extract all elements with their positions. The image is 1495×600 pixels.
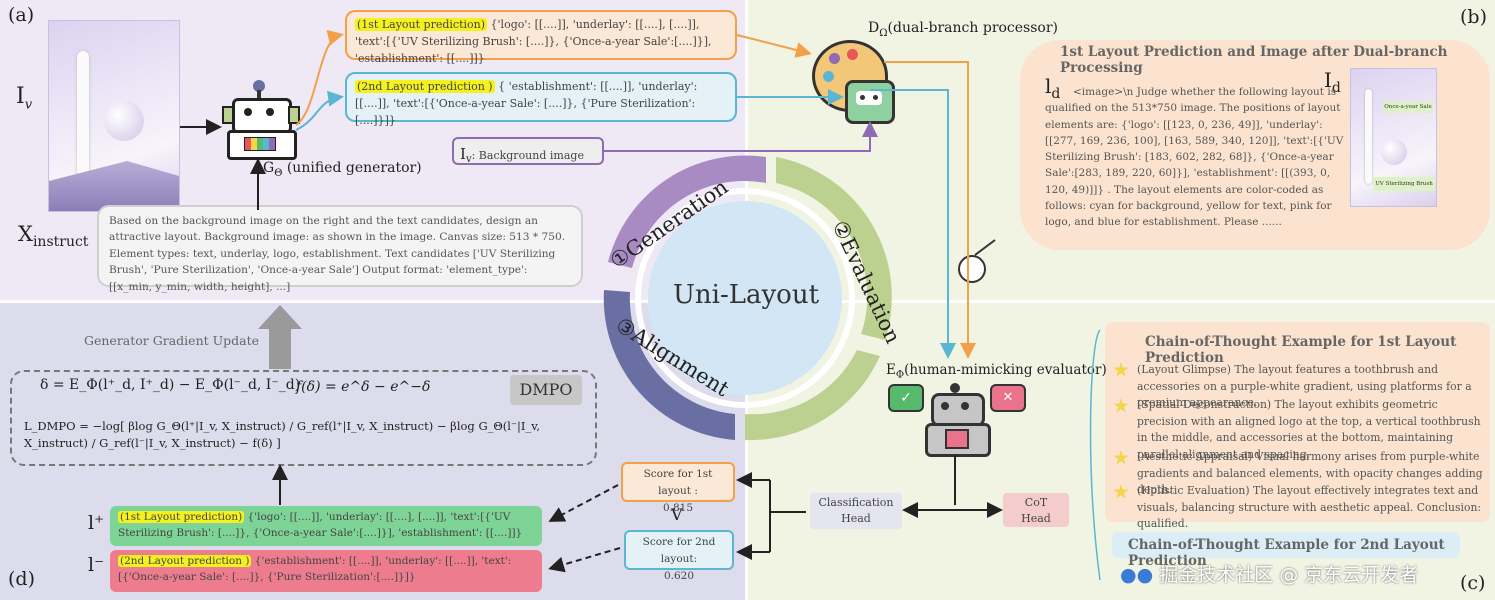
panel-a-label: (a) <box>8 4 35 26</box>
background-image-thumbnail <box>48 20 180 212</box>
positive-layout-box: (1st Layout prediction) {'logo': [[....]… <box>110 506 542 546</box>
panel-d-label: (d) <box>8 568 35 590</box>
instruction-box: Based on the background image on the rig… <box>97 205 583 293</box>
f-equation: f(δ) = e^δ − e^−δ <box>296 379 431 395</box>
panel-b-title: 1st Layout Prediction and Image after Du… <box>1060 44 1448 76</box>
cot-area <box>1105 322 1490 522</box>
loss-equation: L_DMPO = −log[ βlog G_Θ(l⁺|I_v, X_instru… <box>24 419 541 451</box>
cot-title-2-box <box>1112 532 1460 558</box>
panel-b-label: (b) <box>1460 6 1487 28</box>
cycle-center-label: Uni-Layout <box>672 280 820 310</box>
evaluator-robot-icon <box>923 383 991 457</box>
layout-prediction-2-box: (2nd Layout prediction ) { 'establishmen… <box>345 72 737 127</box>
score-1st-box: Score for 1st layout :0.815 <box>621 462 735 514</box>
classification-head: Classification Head <box>810 493 902 529</box>
gradient-update-label: Generator Gradient Update <box>84 333 260 348</box>
reject-bubble-icon: ✕ <box>990 384 1026 412</box>
panel-b-judge-text: <image>\n Judge whether the following la… <box>1045 86 1344 229</box>
processed-image-thumbnail: Once-a-year Sale UV Sterilizing Brush <box>1350 68 1437 207</box>
cot-title-1: Chain-of-Thought Example for 1st Layout … <box>1145 334 1457 366</box>
score-compare-symbol: V <box>671 505 683 524</box>
panel-c-label: (c) <box>1460 572 1486 594</box>
iv-symbol: Iv <box>16 84 33 113</box>
negative-layout-symbol: l⁻ <box>88 554 105 576</box>
cot-item-2: (Spatial Deconstruction) The layout exhi… <box>1137 398 1481 462</box>
cot-item-1: (Layout Glimpse) The layout features a t… <box>1137 363 1472 410</box>
score-2nd-box: Score for 2nd layout:0.620 <box>624 530 734 582</box>
negative-layout-box: (2nd Layout prediction ) {'establishment… <box>110 550 542 592</box>
cot-item-4: (Holistic Evaluation) The layout effecti… <box>1137 484 1482 531</box>
dmpo-badge: DMPO <box>510 375 582 405</box>
layout-prediction-1-box: (1st Layout prediction) {'logo': [[....]… <box>345 10 737 65</box>
ld-symbol: ld <box>1045 74 1061 102</box>
x-instruct-symbol: Xinstruct <box>18 222 89 251</box>
cot-title-2: Chain-of-Thought Example for 2nd Layout … <box>1128 537 1445 569</box>
evaluator-label: EΦ(human-mimicking evaluator) <box>886 362 1107 381</box>
processor-label: DΩ(dual-branch processor) <box>868 20 1059 39</box>
positive-layout-symbol: l⁺ <box>88 512 105 534</box>
watermark: ●● 掘金技术社区 @ 京东云开发者 <box>1120 564 1419 586</box>
generator-label: GΘ (unified generator) <box>263 160 422 179</box>
cot-head: CoT Head <box>1003 493 1069 527</box>
background-image-input-box: Iv: Background image <box>452 137 604 165</box>
approve-bubble-icon: ✓ <box>888 384 924 412</box>
Id-symbol: Id <box>1324 68 1341 96</box>
delta-equation: δ = E_Φ(l⁺_d, I⁺_d) − E_Φ(l⁻_d, I⁻_d) <box>40 377 301 393</box>
dmpo-box <box>10 370 597 466</box>
magnifier-icon <box>958 255 986 283</box>
cot-item-3: (Aesthetic Appraisal) Visual harmony ari… <box>1137 450 1483 497</box>
gradient-update-arrow <box>258 305 302 369</box>
